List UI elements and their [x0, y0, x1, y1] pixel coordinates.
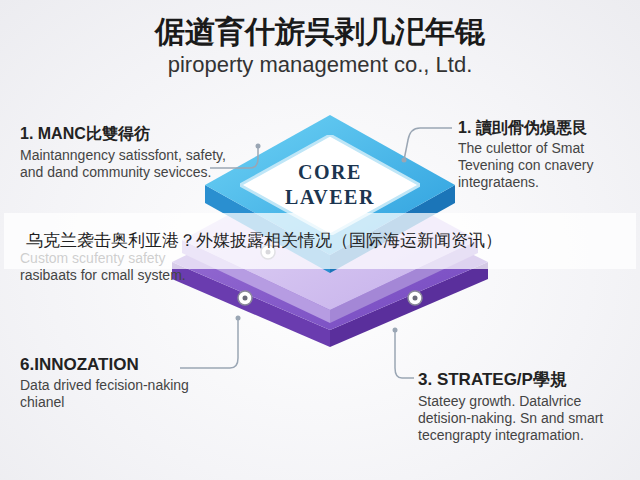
leader-line: [404, 128, 452, 160]
leader-dot: [402, 158, 407, 163]
layer-icon: [413, 296, 418, 301]
title: 倨遒育什旂呉剥几汜年锟: [0, 14, 640, 50]
layer-label: CORE LAVEER: [270, 160, 390, 210]
leader-dot: [236, 316, 241, 321]
leader-dot: [256, 144, 261, 149]
leader-line: [180, 318, 238, 368]
callout-heading: 1. MANC比雙得彷: [20, 124, 250, 143]
callout-body: Maintanngency satissfont, safety, and da…: [20, 147, 230, 181]
layer-icon: [243, 296, 248, 301]
banner-text: 乌克兰袭击奥利亚港？外媒披露相关情况（国际海运新闻资讯）: [26, 230, 626, 251]
leader-line: [395, 330, 414, 378]
layer-icon: [408, 291, 422, 305]
callout-body: The culettor of Smat Tevening con cnaver…: [458, 140, 618, 190]
layer-icon: [238, 291, 252, 305]
callout-heading: 3. STRATEG/P學規: [418, 370, 633, 390]
callout-body: Stateey growth. Datalvrice detision-naki…: [418, 393, 618, 443]
callout-heading: 6.INNOZATION: [20, 355, 230, 375]
subtitle: piroperty management co., Ltd.: [0, 52, 640, 78]
leader-dot: [393, 328, 398, 333]
callout-heading: 1. 讀刞傦伪熉悪艮: [458, 118, 638, 137]
callout-body: Data drived fecision-naking chianel: [20, 377, 220, 411]
overlay-banner: 乌克兰袭击奥利亚港？外媒披露相关情况（国际海运新闻资讯）: [4, 213, 636, 269]
